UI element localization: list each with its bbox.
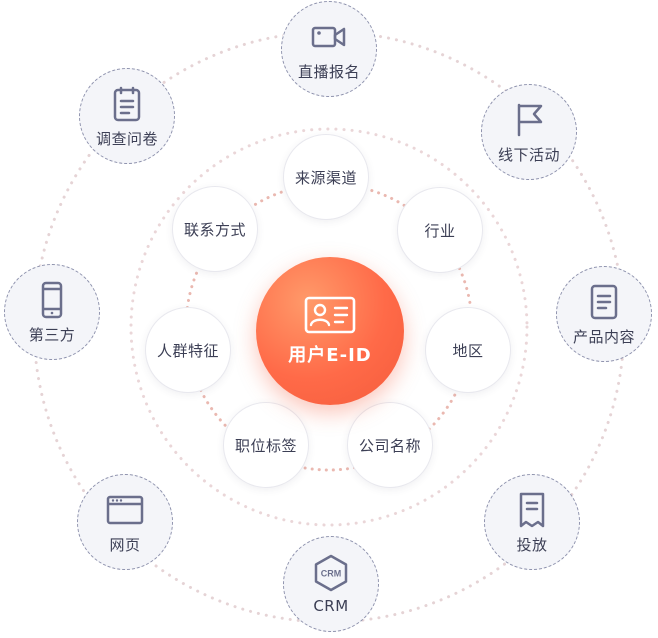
inner-node-label: 人群特征 <box>156 341 219 360</box>
inner-node-label: 职位标签 <box>234 436 297 455</box>
inner-node-persona: 人群特征 <box>145 307 231 393</box>
center-user-eid: 用户E-ID <box>256 257 404 405</box>
inner-node-contact: 联系方式 <box>172 186 258 272</box>
inner-node-label: 公司名称 <box>358 436 421 455</box>
crm-hexagon-icon: CRM <box>314 554 348 592</box>
outer-node-label: 产品内容 <box>572 327 635 346</box>
inner-node-position: 职位标签 <box>223 402 309 488</box>
outer-node-live: 直播报名 <box>281 1 377 97</box>
outer-node-survey: 调查问卷 <box>79 68 175 164</box>
middle-ring <box>129 127 529 527</box>
browser-window-icon <box>106 495 144 524</box>
clipboard-icon <box>113 86 141 121</box>
document-icon <box>590 284 618 319</box>
inner-node-label: 地区 <box>452 341 484 360</box>
inner-node-company: 公司名称 <box>347 402 433 488</box>
inner-node-industry: 行业 <box>397 187 483 273</box>
outer-node-label: 投放 <box>516 535 548 554</box>
inner-node-label: 行业 <box>424 221 456 240</box>
outer-node-label: CRM <box>313 597 349 615</box>
outer-node-label: 第三方 <box>28 325 76 344</box>
outer-node-label: 调查问卷 <box>95 129 158 148</box>
flag-icon <box>517 103 543 136</box>
id-card-icon <box>304 296 356 334</box>
inner-node-label: 联系方式 <box>183 220 246 239</box>
outer-node-label: 线下活动 <box>497 145 560 164</box>
outer-node-label: 直播报名 <box>297 62 360 81</box>
mobile-phone-icon <box>41 281 63 318</box>
inner-node-label: 来源渠道 <box>294 168 357 187</box>
video-camera-icon <box>311 26 346 47</box>
outer-node-ads: 投放 <box>484 474 580 570</box>
outer-node-offline: 线下活动 <box>481 84 577 180</box>
center-label: 用户E-ID <box>288 345 372 366</box>
outer-node-thirdparty: 第三方 <box>4 264 100 360</box>
outer-node-crm: CRM CRM <box>283 536 379 632</box>
inner-node-region: 地区 <box>425 307 511 393</box>
outer-node-label: 网页 <box>109 535 141 554</box>
outer-node-web: 网页 <box>77 474 173 570</box>
inner-node-source: 来源渠道 <box>283 134 369 220</box>
crm-icon-text: CRM <box>321 569 342 579</box>
receipt-icon <box>519 492 545 527</box>
outer-node-product: 产品内容 <box>556 266 652 362</box>
